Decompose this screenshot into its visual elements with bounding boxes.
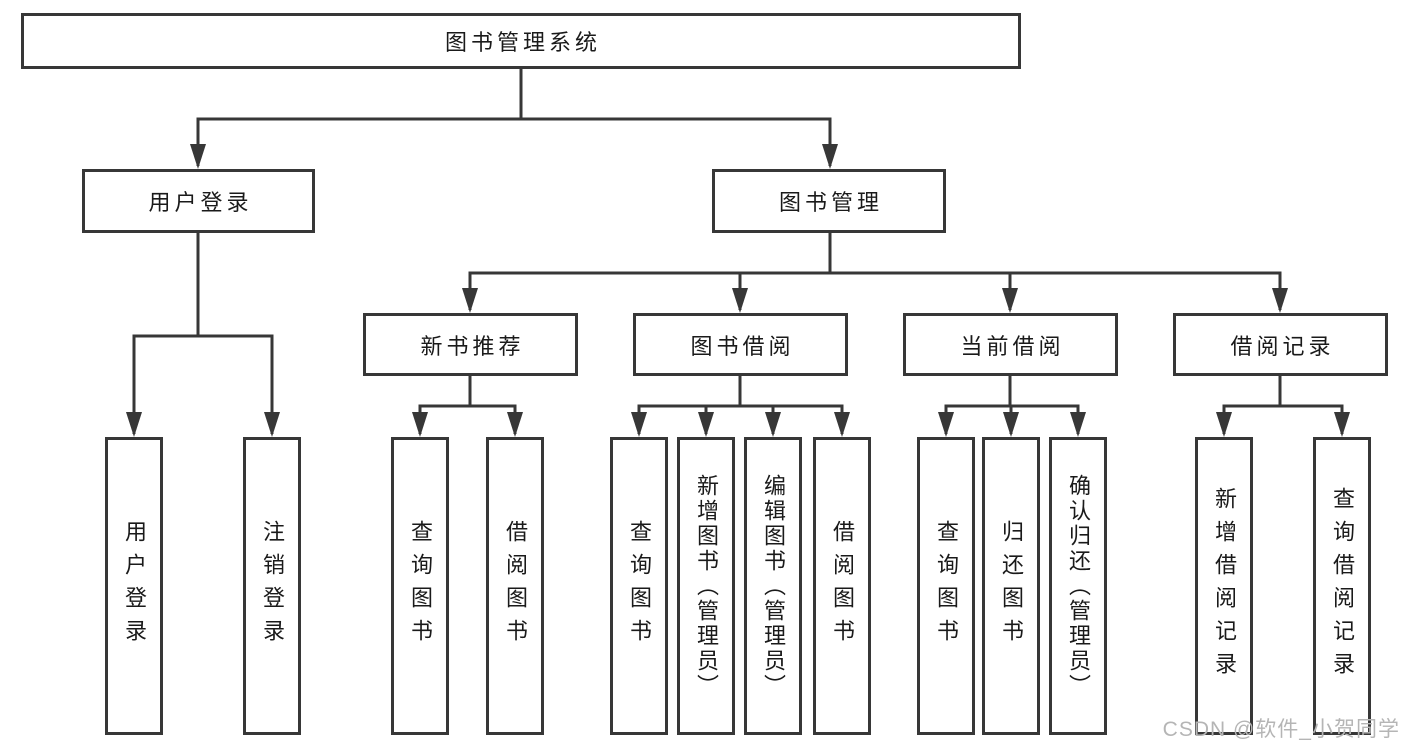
node-book-borrowing: 图书借阅 — [633, 313, 848, 376]
node-borrowing-records: 借阅记录 — [1173, 313, 1388, 376]
leaf-borrow-books: 借阅图书 — [813, 437, 871, 735]
node-label: 图书管理系统 — [444, 30, 601, 55]
node-label: 当前借阅 — [960, 333, 1065, 359]
node-label: 确认归还（管理员） — [1066, 473, 1091, 699]
node-label: 查询图书 — [934, 520, 959, 652]
node-label: 借阅图书 — [503, 520, 528, 652]
node-label: 图书借阅 — [690, 333, 795, 359]
connector-lines — [132, 67, 1344, 434]
node-current-borrowing: 当前借阅 — [903, 313, 1118, 376]
leaf-query-books-borrow: 查询图书 — [610, 437, 668, 735]
node-label: 借阅记录 — [1230, 333, 1335, 359]
node-label: 查询借阅记录 — [1330, 487, 1355, 685]
leaf-query-books-recommend: 查询图书 — [391, 437, 449, 735]
node-label: 新增图书（管理员） — [694, 473, 719, 699]
node-book-management: 图书管理 — [712, 169, 946, 233]
arrowheads — [126, 144, 1350, 437]
node-label: 归还图书 — [999, 520, 1024, 652]
node-new-book-recommendation: 新书推荐 — [363, 313, 578, 376]
leaf-add-borrow-record: 新增借阅记录 — [1195, 437, 1253, 735]
leaf-confirm-return-admin: 确认归还（管理员） — [1049, 437, 1107, 735]
leaf-query-borrow-record: 查询借阅记录 — [1313, 437, 1371, 735]
leaf-query-books-current: 查询图书 — [917, 437, 975, 735]
leaf-edit-books-admin: 编辑图书（管理员） — [744, 437, 802, 735]
node-label: 查询图书 — [408, 520, 433, 652]
node-label: 新书推荐 — [420, 333, 525, 359]
node-label: 借阅图书 — [830, 520, 855, 652]
node-label: 用户登录 — [122, 520, 147, 652]
leaf-return-books: 归还图书 — [982, 437, 1040, 735]
node-label: 编辑图书（管理员） — [761, 473, 786, 699]
node-label: 查询图书 — [627, 520, 652, 652]
node-label: 用户登录 — [148, 190, 253, 215]
node-library-management-system: 图书管理系统 — [21, 13, 1021, 69]
node-label: 新增借阅记录 — [1212, 487, 1237, 685]
leaf-user-login: 用户登录 — [105, 437, 163, 735]
node-label: 图书管理 — [778, 190, 883, 215]
leaf-add-books-admin: 新增图书（管理员） — [677, 437, 735, 735]
node-user-login: 用户登录 — [82, 169, 315, 233]
leaf-borrow-books-recommend: 借阅图书 — [486, 437, 544, 735]
node-label: 注销登录 — [260, 520, 285, 652]
leaf-logout: 注销登录 — [243, 437, 301, 735]
